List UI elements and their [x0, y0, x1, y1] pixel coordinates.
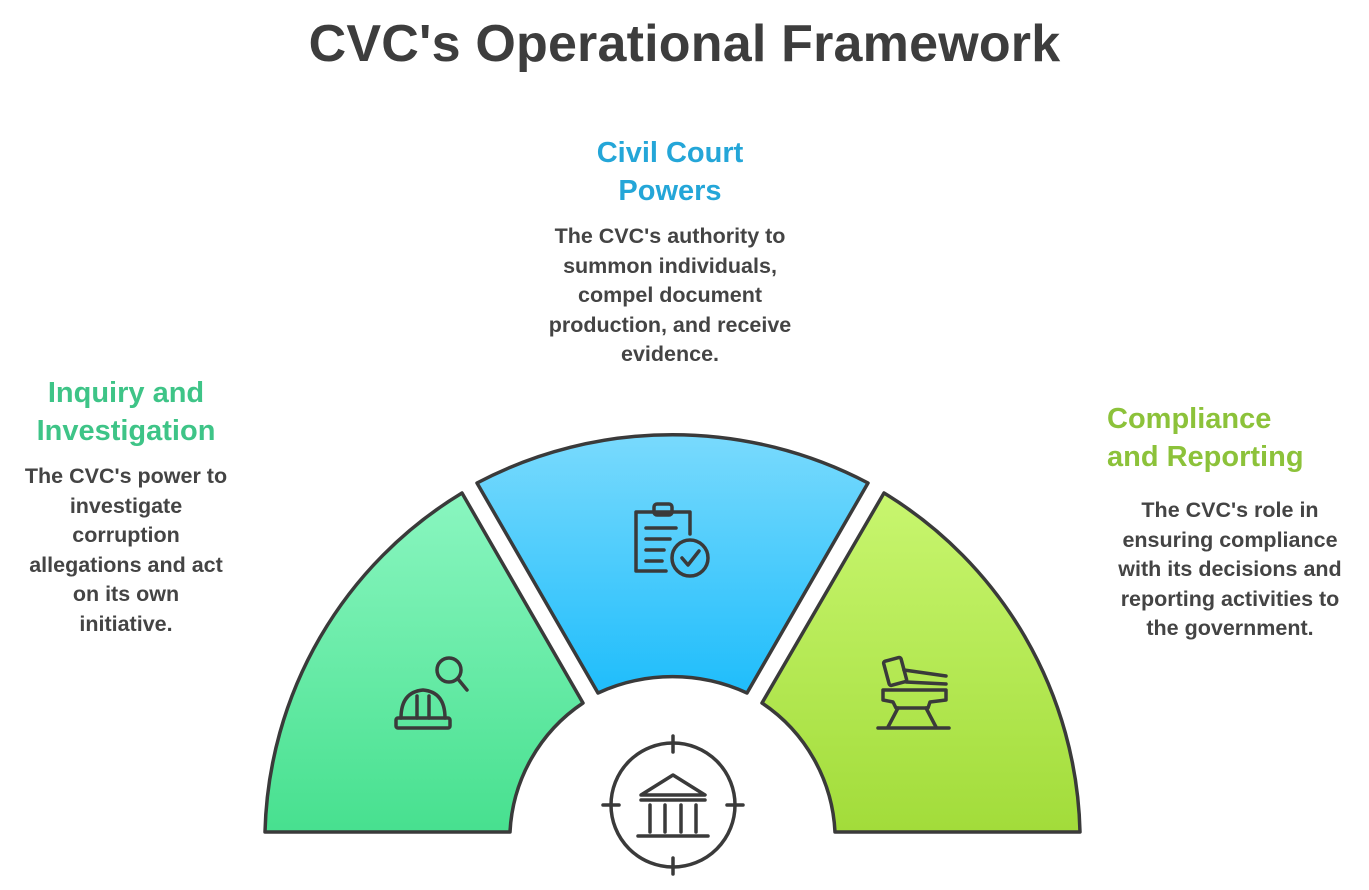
compliance-segment	[760, 491, 1082, 834]
compliance-desc-line: The CVC's role in	[1141, 498, 1319, 522]
civil-court-text-block: Civil Court Powers The CVC's authority t…	[520, 134, 820, 370]
government-building-target-icon	[601, 734, 745, 876]
compliance-desc-line: with its decisions and	[1118, 557, 1342, 581]
inquiry-desc-line: on its own	[72, 582, 180, 606]
compliance-heading-line: Compliance	[1107, 403, 1272, 435]
compliance-heading-line: and Reporting	[1107, 441, 1304, 473]
inquiry-desc-line: allegations and act	[29, 552, 223, 577]
civil-court-desc-line: summon individuals,	[563, 253, 777, 278]
civil-court-desc-line: The CVC's authority to	[554, 224, 786, 248]
anvil-hammer-icon	[876, 655, 951, 730]
civil-court-desc-line: production, and receive	[548, 312, 792, 337]
civil-court-desc-line: evidence.	[621, 342, 719, 366]
civil-court-desc-line: compel document	[578, 283, 762, 307]
compliance-text-block: Compliance and Reporting The CVC's role …	[1100, 400, 1360, 644]
civil-court-heading: Civil Court Powers	[520, 134, 820, 210]
inquiry-heading-line: Investigation	[36, 415, 216, 447]
compliance-description: The CVC's role in ensuring compliance wi…	[1100, 496, 1360, 644]
clipboard-check-icon	[634, 502, 710, 578]
inquiry-desc-line: initiative.	[79, 611, 173, 636]
inquiry-description: The CVC's power to investigate corruptio…	[10, 462, 242, 639]
inquiry-desc-line: The CVC's power to	[24, 464, 228, 488]
inquiry-heading: Inquiry and Investigation	[10, 374, 242, 450]
civil-court-heading-line: Powers	[618, 175, 722, 207]
page-title: CVC's Operational Framework	[308, 15, 1061, 73]
inquiry-desc-line: corruption	[72, 523, 180, 547]
compliance-heading: Compliance and Reporting	[1100, 400, 1360, 476]
civil-court-heading-line: Civil Court	[596, 137, 744, 169]
compliance-desc-line: the government.	[1146, 616, 1314, 640]
civil-court-description: The CVC's authority to summon individual…	[520, 222, 820, 370]
inquiry-heading-line: Inquiry and	[47, 377, 205, 409]
hardhat-magnifier-icon	[394, 656, 469, 730]
inquiry-text-block: Inquiry and Investigation The CVC's powe…	[10, 374, 242, 639]
inquiry-segment	[263, 491, 585, 834]
compliance-desc-line: ensuring compliance	[1122, 527, 1338, 552]
compliance-desc-line: reporting activities to	[1120, 586, 1340, 611]
inquiry-desc-line: investigate	[69, 493, 183, 518]
